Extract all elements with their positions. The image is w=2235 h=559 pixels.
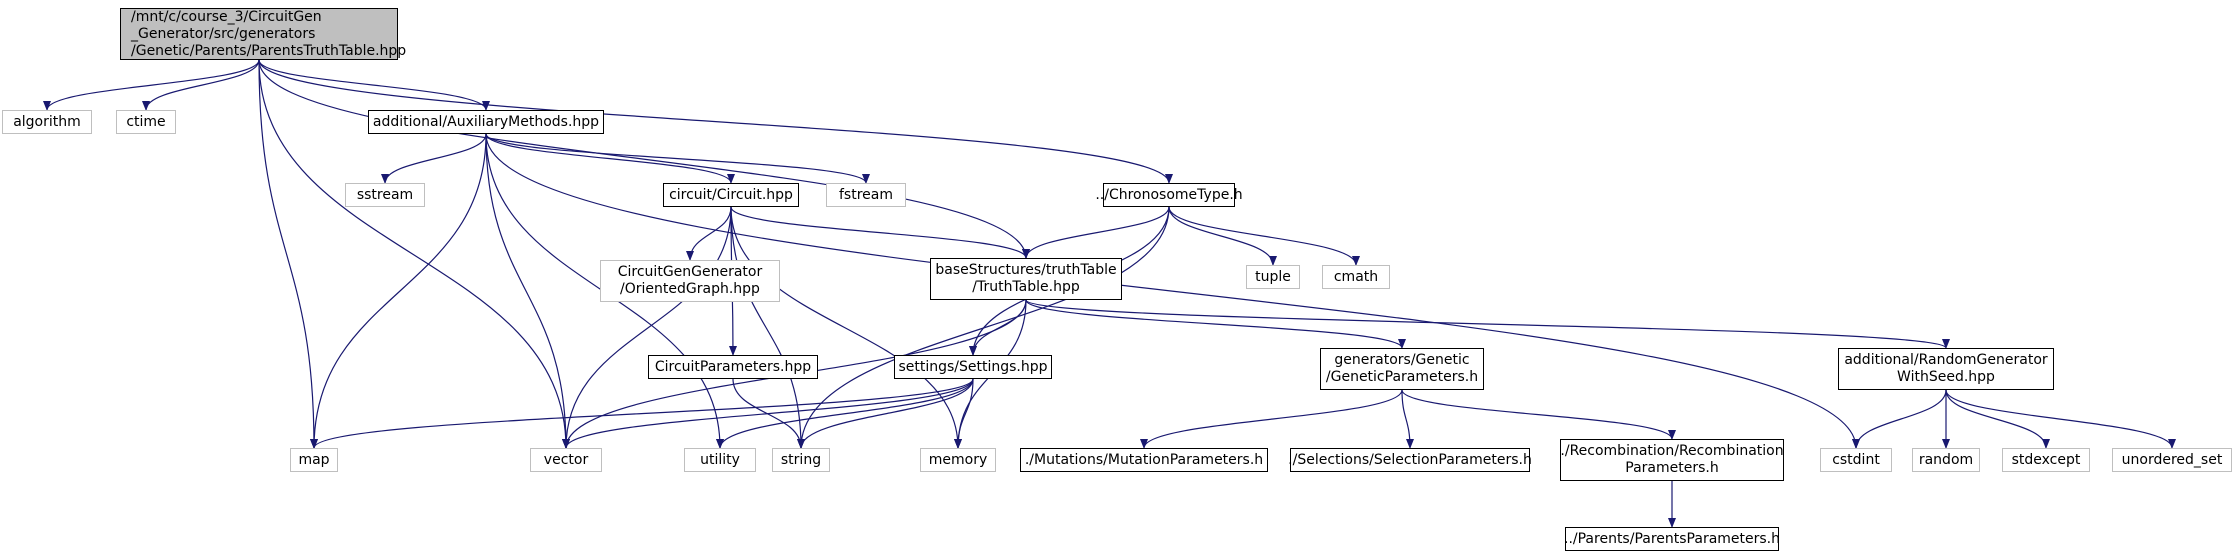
edge-auxiliary-to-circuit (485, 133, 735, 184)
node-label: settings/Settings.hpp (898, 358, 1048, 375)
edge-circuit-to-vector (562, 206, 732, 449)
node-label: additional/AuxiliaryMethods.hpp (372, 113, 600, 130)
edge-root-to-vector (258, 59, 570, 449)
edge-auxiliary-to-map (310, 133, 487, 449)
edge-chronosome-to-truthtable (1022, 206, 1170, 259)
node-geneticparams[interactable]: generators/Genetic /GeneticParameters.h (1320, 348, 1484, 390)
node-selection[interactable]: ./Selections/SelectionParameters.h (1288, 448, 1532, 472)
edge-settings-to-string (797, 378, 974, 449)
node-tuple[interactable]: tuple (1246, 265, 1300, 289)
edge-randomgen-to-stdexcept (1945, 389, 2050, 449)
node-recombination[interactable]: ./Recombination/Recombination Parameters… (1560, 439, 1784, 481)
node-label: memory (928, 451, 988, 468)
edge-chronosome-to-cmath (1168, 206, 1360, 266)
node-label: generators/Genetic /GeneticParameters.h (1325, 352, 1479, 385)
node-label: stdexcept (2011, 451, 2081, 468)
node-label: ./Mutations/MutationParameters.h (1024, 451, 1264, 468)
node-utility[interactable]: utility (684, 448, 756, 472)
node-label: algorithm (13, 113, 81, 130)
edge-settings-to-memory (954, 378, 974, 449)
node-label: tuple (1255, 268, 1291, 285)
edge-auxiliary-to-vector (485, 133, 570, 449)
node-label: CircuitParameters.hpp (654, 358, 812, 375)
edge-randomgen-to-cstdint (1852, 389, 1947, 449)
edge-geneticparams-to-mutation (1140, 389, 1403, 449)
node-label: additional/RandomGenerator WithSeed.hpp (1844, 352, 2048, 385)
node-chronosome[interactable]: ../ChronosomeType.h (1095, 183, 1243, 207)
node-label: utility (700, 451, 740, 468)
node-random[interactable]: random (1912, 448, 1980, 472)
edge-truthtable-to-randomgen (1025, 299, 1950, 349)
edge-settings-to-vector (562, 378, 974, 449)
node-root: /mnt/c/course_3/CircuitGen _Generator/sr… (120, 8, 406, 60)
node-label: random (1918, 451, 1974, 468)
edge-chronosome-to-tuple (1168, 206, 1277, 266)
node-map[interactable]: map (290, 448, 338, 472)
edge-geneticparams-to-recombination (1401, 389, 1676, 440)
node-mutation[interactable]: ./Mutations/MutationParameters.h (1020, 448, 1268, 472)
node-label: /mnt/c/course_3/CircuitGen _Generator/sr… (131, 8, 407, 59)
node-label: ../Parents/ParentsParameters.h (1564, 530, 1781, 547)
node-sstream[interactable]: sstream (345, 183, 425, 207)
node-orientedgraph[interactable]: CircuitGenGenerator /OrientedGraph.hpp (600, 260, 780, 302)
node-algorithm[interactable]: algorithm (2, 110, 92, 134)
edge-auxiliary-to-sstream (381, 133, 487, 184)
node-label: cmath (1333, 268, 1379, 285)
node-label: ctime (126, 113, 166, 130)
node-parentsparams[interactable]: ../Parents/ParentsParameters.h (1564, 527, 1781, 551)
node-vector[interactable]: vector (530, 448, 602, 472)
node-label: fstream (839, 186, 893, 203)
edge-auxiliary-to-fstream (485, 133, 870, 184)
edge-settings-to-map (310, 378, 974, 449)
node-string[interactable]: string (772, 448, 830, 472)
edge-root-to-ctime (142, 59, 260, 111)
edge-root-to-algorithm (43, 59, 260, 111)
edge-root-to-truthtable (258, 59, 1030, 259)
node-unordered-set[interactable]: unordered_set (2112, 448, 2232, 472)
node-settings[interactable]: settings/Settings.hpp (894, 355, 1052, 379)
node-stdexcept[interactable]: stdexcept (2002, 448, 2090, 472)
node-circuitparams[interactable]: CircuitParameters.hpp (648, 355, 818, 379)
node-cstdint[interactable]: cstdint (1820, 448, 1892, 472)
node-fstream[interactable]: fstream (826, 183, 906, 207)
node-randomgen[interactable]: additional/RandomGenerator WithSeed.hpp (1838, 348, 2054, 390)
node-label: unordered_set (2121, 451, 2223, 468)
node-label: cstdint (1832, 451, 1880, 468)
edge-geneticparams-to-selection (1401, 389, 1414, 449)
edge-circuit-to-truthtable (730, 206, 1030, 259)
node-label: ./Selections/SelectionParameters.h (1288, 451, 1532, 468)
edge-chronosome-to-string (797, 206, 1170, 449)
node-label: CircuitGenGenerator /OrientedGraph.hpp (617, 264, 763, 297)
node-cmath[interactable]: cmath (1322, 265, 1390, 289)
node-label: sstream (356, 186, 414, 203)
node-label: baseStructures/truthTable /TruthTable.hp… (935, 262, 1117, 295)
node-label: string (780, 451, 822, 468)
edge-circuit-to-memory (730, 206, 962, 449)
node-label: ../ChronosomeType.h (1095, 186, 1243, 203)
edge-truthtable-to-geneticparams (1025, 299, 1406, 349)
node-label: ./Recombination/Recombination Parameters… (1560, 443, 1784, 476)
edge-root-to-chronosome (258, 59, 1173, 184)
node-circuit[interactable]: circuit/Circuit.hpp (663, 183, 799, 207)
node-truthtable[interactable]: baseStructures/truthTable /TruthTable.hp… (930, 258, 1122, 300)
edge-circuit-to-string (730, 206, 805, 449)
node-label: map (298, 451, 330, 468)
node-label: vector (543, 451, 589, 468)
edge-auxiliary-to-cstdint (485, 133, 1860, 449)
edge-randomgen-to-unordered_set (1945, 389, 2176, 449)
edge-circuit-to-orientedgraph (686, 206, 732, 261)
node-auxiliary[interactable]: additional/AuxiliaryMethods.hpp (368, 110, 604, 134)
edge-root-to-map (258, 59, 318, 449)
edge-settings-to-utility (716, 378, 974, 449)
node-label: circuit/Circuit.hpp (669, 186, 793, 203)
node-memory[interactable]: memory (920, 448, 996, 472)
node-ctime[interactable]: ctime (116, 110, 176, 134)
edge-root-to-auxiliary (258, 59, 490, 111)
